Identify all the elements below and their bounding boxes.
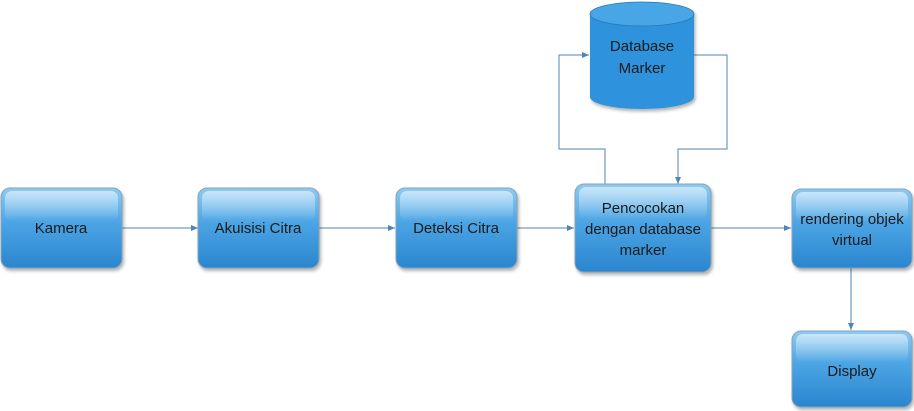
connector-database-pencocokan — [675, 54, 728, 184]
database-label-line1: Database — [610, 38, 674, 55]
node-rendering-label-line1: rendering objek — [800, 211, 904, 228]
node-akuisisi-citra-label: Akuisisi Citra — [215, 220, 302, 237]
node-pencocokan-label-line1: Pencocokan — [602, 200, 685, 217]
node-deteksi-citra — [395, 187, 518, 269]
node-rendering-label-line2: virtual — [832, 232, 872, 249]
connector-pencocokan-database — [558, 52, 606, 184]
node-akuisisi-citra — [197, 187, 320, 269]
node-pencocokan-label-line2: dengan database — [585, 221, 701, 238]
node-pencocokan-label-line3: marker — [620, 242, 667, 259]
node-kamera-label: Kamera — [35, 220, 88, 237]
node-rendering-objek-virtual — [791, 188, 913, 269]
node-kamera — [0, 187, 123, 269]
connectors — [122, 52, 854, 330]
node-deteksi-citra-label: Deteksi Citra — [413, 220, 500, 237]
node-display — [791, 330, 913, 408]
database-marker-cylinder — [589, 1, 695, 109]
node-pencocokan — [574, 183, 712, 273]
node-display-label: Display — [827, 363, 877, 380]
database-label-line2: Marker — [619, 60, 666, 77]
